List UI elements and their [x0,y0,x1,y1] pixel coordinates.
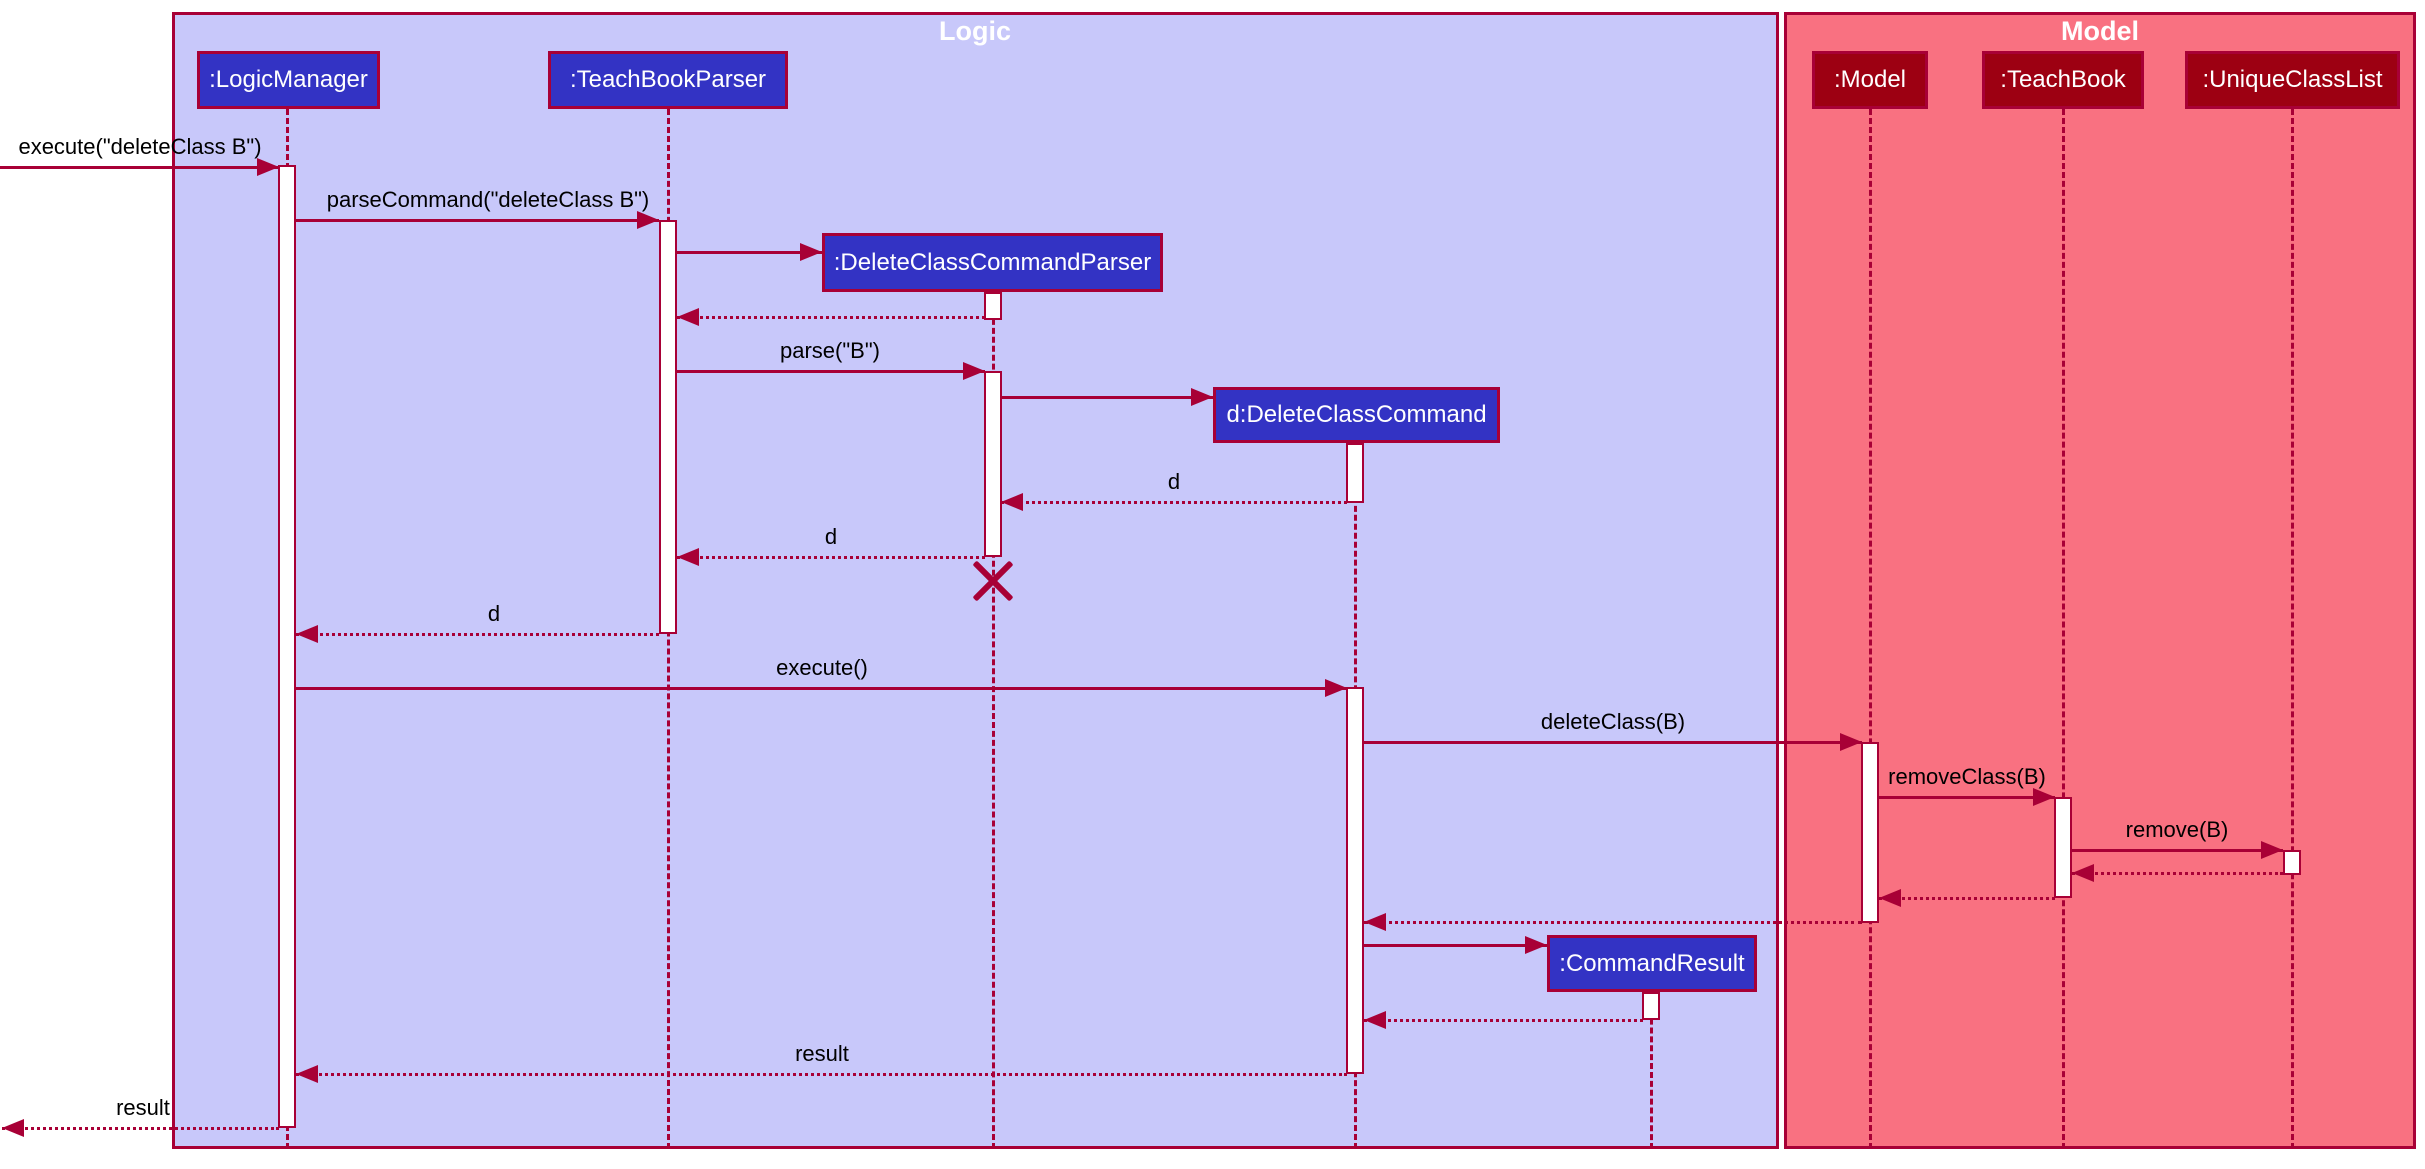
message-return-to-model [1879,897,2055,900]
activation-bar-logicmanager [278,165,296,1128]
participant-deleteclasscommand: d:DeleteClassCommand [1213,387,1500,443]
message-execute [296,687,1347,690]
message-remove-label: remove(B) [2125,817,2229,842]
participant-teachbookparser: :TeachBookParser [548,51,788,109]
message-execute-found [0,166,279,169]
message-return-result-to-caller-label: result [116,1095,170,1120]
lifeline-uniqueclasslist [2291,109,2294,1149]
activation-bar-commandresult [1642,992,1660,1020]
message-deleteclass-arrowhead [1840,733,1862,751]
message-return-commandresult [1364,1019,1643,1022]
message-parsecommand-label: parseCommand("deleteClass B") [326,187,650,212]
participant-uniqueclasslist: :UniqueClassList [2185,51,2400,109]
message-remove [2072,849,2283,852]
activation-bar-model [1861,742,1879,923]
participant-commandresult: :CommandResult [1547,935,1757,992]
message-return-result-to-logicmanager-label: result [795,1041,849,1066]
message-return-result-to-caller-arrowhead [2,1119,24,1137]
message-remove-arrowhead [2261,841,2283,859]
lifeline-deleteclasscommandparser [992,292,995,1149]
message-removeclass-label: removeClass(B) [1888,764,2046,789]
message-create-deleteclasscommand [1001,396,1213,399]
message-return-result-to-logicmanager-arrowhead [296,1065,318,1083]
participant-deleteclasscommandparser: :DeleteClassCommandParser [822,233,1163,292]
message-execute-found-arrowhead [257,158,279,176]
activation-bar-teachbookparser [659,220,677,634]
message-deleteclass [1364,741,1862,744]
message-return-d-to-logicmanager-label: d [487,601,501,626]
message-return-to-teachbookparser-arrowhead [677,308,699,326]
message-execute-label: execute() [776,655,868,680]
lifeline-commandresult [1650,992,1653,1149]
message-parsecommand-arrowhead [637,211,659,229]
message-return-d-to-deleteclasscommandparser-arrowhead [1001,493,1023,511]
message-create-deleteclasscommandparser [677,251,822,254]
message-return-d-to-teachbookparser-arrowhead [677,548,699,566]
activation-bar-uniqueclasslist [2283,850,2301,875]
message-return-to-teachbook-arrowhead [2072,864,2094,882]
activation-bar-teachbook [2054,797,2072,898]
message-parsecommand [296,219,659,222]
message-return-d-to-deleteclasscommandparser [1001,501,1347,504]
message-removeclass [1879,796,2055,799]
message-return-d-to-deleteclasscommandparser-label: d [1167,469,1181,494]
message-return-to-model-arrowhead [1879,889,1901,907]
lifeline-teachbook [2062,109,2065,1149]
message-return-d-to-logicmanager-arrowhead [296,625,318,643]
message-return-result-to-caller [2,1127,279,1130]
message-return-to-teachbook [2072,872,2283,875]
message-create-commandresult-arrowhead [1525,936,1547,954]
message-return-to-deleteclasscommand-arrowhead [1364,913,1386,931]
message-return-result-to-logicmanager [296,1073,1347,1076]
message-return-d-to-teachbookparser-label: d [824,524,838,549]
lifeline-model [1869,109,1872,1149]
activation-bar-deleteclasscommandparser-2 [984,371,1002,557]
message-return-to-teachbookparser [677,316,985,319]
message-return-to-deleteclasscommand [1364,921,1862,924]
message-parse-label: parse("B") [780,338,880,363]
message-deleteclass-label: deleteClass(B) [1540,709,1686,734]
message-execute-arrowhead [1325,679,1347,697]
participant-model: :Model [1812,51,1928,109]
message-return-commandresult-arrowhead [1364,1011,1386,1029]
message-return-d-to-logicmanager [296,633,659,636]
message-parse [677,370,985,373]
activation-bar-deleteclasscommand-1 [1346,443,1364,503]
message-parse-arrowhead [963,362,985,380]
logic-frame-title: Logic [939,16,1011,46]
model-frame-title: Model [2061,16,2139,46]
message-removeclass-arrowhead [2033,788,2055,806]
participant-logicmanager: :LogicManager [197,51,380,109]
activation-bar-deleteclasscommand-2 [1346,687,1364,1074]
participant-teachbook: :TeachBook [1982,51,2144,109]
logic-frame [172,12,1779,1149]
message-create-deleteclasscommand-arrowhead [1191,388,1213,406]
message-execute-found-label: execute("deleteClass B") [18,134,262,159]
model-frame [1784,12,2416,1149]
activation-bar-deleteclasscommandparser-1 [984,292,1002,320]
message-create-commandresult [1364,944,1547,947]
message-create-deleteclasscommandparser-arrowhead [800,243,822,261]
message-return-d-to-teachbookparser [677,556,985,559]
